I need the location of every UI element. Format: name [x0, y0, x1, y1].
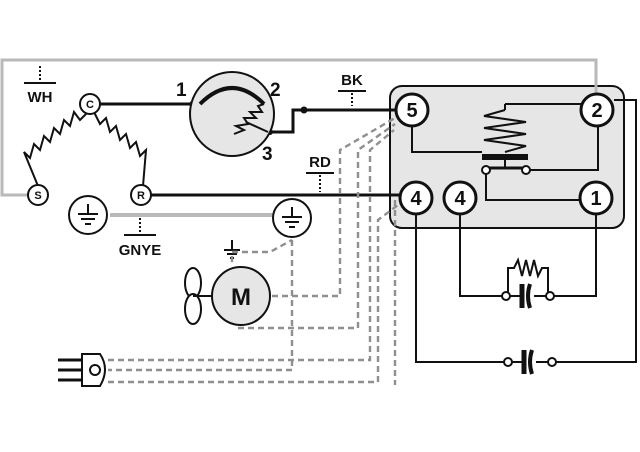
- svg-text:M: M: [231, 284, 251, 311]
- relay-internal-wire-2: [530, 125, 599, 171]
- svg-text:4: 4: [454, 188, 466, 210]
- ground-symbol-small: [224, 240, 240, 259]
- svg-text:2: 2: [591, 100, 602, 122]
- overload-protector: [189, 71, 275, 157]
- terminal-common: C: [79, 93, 101, 115]
- label-bk: BK: [338, 72, 366, 106]
- power-plug: [58, 353, 106, 387]
- svg-text:R: R: [137, 190, 145, 202]
- relay-coil: [481, 103, 582, 175]
- ground-symbol-right: [272, 198, 312, 238]
- relay-internal-wire-1: [485, 174, 580, 201]
- junction-dot-3: [300, 106, 308, 114]
- label-gnye: GNYE: [119, 218, 162, 259]
- start-capacitor: [501, 283, 555, 309]
- relay-internal-wire-5: [411, 122, 482, 153]
- label-wh: WH: [24, 66, 56, 106]
- terminal-start: S: [27, 184, 49, 206]
- fan-motor: M: [211, 266, 271, 326]
- label-rd: RD: [306, 154, 334, 192]
- fan-blades: [184, 267, 212, 325]
- terminal-run: R: [130, 184, 152, 206]
- ground-symbol-left: [68, 195, 108, 235]
- wire-overload-to-relay-5: [268, 108, 397, 134]
- overload-terminal-1: 1: [176, 80, 187, 101]
- svg-text:S: S: [34, 190, 41, 202]
- svg-text:4: 4: [410, 188, 422, 210]
- overload-terminal-3: 3: [262, 144, 273, 165]
- svg-text:RD: RD: [309, 154, 331, 171]
- svg-text:WH: WH: [28, 89, 53, 106]
- bleed-resistor: [507, 257, 549, 292]
- overload-terminal-2: 2: [270, 80, 281, 101]
- run-cap-wiring: [415, 99, 637, 363]
- svg-text:GNYE: GNYE: [119, 242, 162, 259]
- relay-terminal-4a: 4: [398, 180, 434, 216]
- relay-terminal-1: 1: [578, 180, 614, 216]
- compressor-windings: [23, 109, 148, 187]
- white-wire: [0, 58, 598, 197]
- svg-text:1: 1: [590, 188, 601, 210]
- run-capacitor: [503, 349, 557, 375]
- start-cap-wiring: [459, 214, 597, 297]
- svg-text:5: 5: [406, 100, 417, 122]
- svg-text:C: C: [86, 99, 94, 111]
- relay-terminal-2: 2: [579, 92, 615, 128]
- relay-terminal-4b: 4: [442, 180, 478, 216]
- dashed-wiring: [108, 116, 399, 385]
- relay-terminal-5: 5: [394, 92, 430, 128]
- svg-text:BK: BK: [341, 72, 363, 89]
